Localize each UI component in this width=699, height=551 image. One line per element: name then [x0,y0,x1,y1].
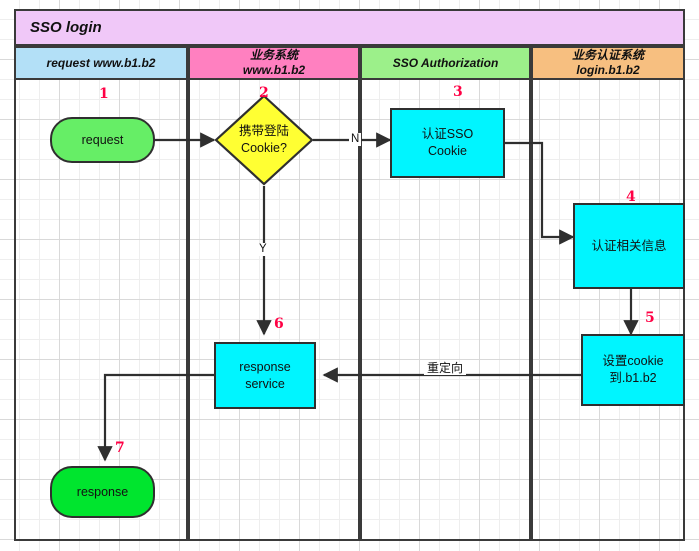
node-response[interactable]: response [50,466,155,518]
node-response-label: response [76,484,129,499]
node-number-1: 1 [99,86,109,102]
edge-label-no: N [349,133,362,146]
node-auth-related-info[interactable]: 认证相关信息 [573,203,685,289]
node-number-2: 2 [259,85,269,101]
lane-header-sso: SSO Authorization [360,46,531,80]
node-request[interactable]: request [50,117,155,163]
node-verify-sso-cookie[interactable]: 认证SSO Cookie [390,108,505,178]
lane-header-business: 业务系统 www.b1.b2 [188,46,360,80]
edge-label-redirect: 重定向 [424,362,467,375]
lane-header-auth: 业务认证系统 login.b1.b2 [531,46,685,80]
lane-body-request [14,80,188,541]
node-decision-cookie[interactable]: 携带登陆 Cookie? [214,94,314,186]
node-set-cookie[interactable]: 设置cookie 到.b1.b2 [581,334,685,406]
lane-body-sso [360,80,531,541]
edge-label-yes: Y [257,243,269,256]
edge-sso-to-authinfo [505,141,575,245]
lane-header-auth-line1: 业务认证系统 [571,48,644,62]
lane-body-business [188,80,360,541]
node-response-service-line1: response [239,359,291,374]
node-number-5: 5 [645,310,655,326]
lane-header-auth-line2: login.b1.b2 [576,63,640,77]
diamond-shape [214,94,314,186]
node-request-label: request [81,132,124,147]
node-number-6: 6 [274,316,284,332]
node-auth-related-info-label: 认证相关信息 [591,238,667,253]
lane-header-request-line1: request www.b1.b2 [46,55,156,70]
node-response-service-line2: service [245,376,285,391]
pool-title: SSO login [14,9,685,46]
pool-title-label: SSO login [30,19,102,36]
edge-response-service-to-response [97,373,214,462]
lane-header-request: request www.b1.b2 [14,46,188,80]
lane-body-auth [531,80,685,541]
lane-header-business-line2: www.b1.b2 [242,63,306,77]
node-verify-sso-cookie-line2: Cookie [428,144,467,158]
node-set-cookie-line1: 设置cookie [602,354,664,368]
lane-header-sso-line1: SSO Authorization [392,55,499,70]
node-number-3: 3 [453,84,463,100]
node-number-4: 4 [626,189,636,205]
lane-header-business-line1: 业务系统 [249,48,298,62]
node-set-cookie-line2: 到.b1.b2 [609,371,657,385]
node-response-service[interactable]: response service [214,342,316,409]
node-verify-sso-cookie-line1: 认证SSO [421,127,474,141]
node-number-7: 7 [115,440,125,456]
